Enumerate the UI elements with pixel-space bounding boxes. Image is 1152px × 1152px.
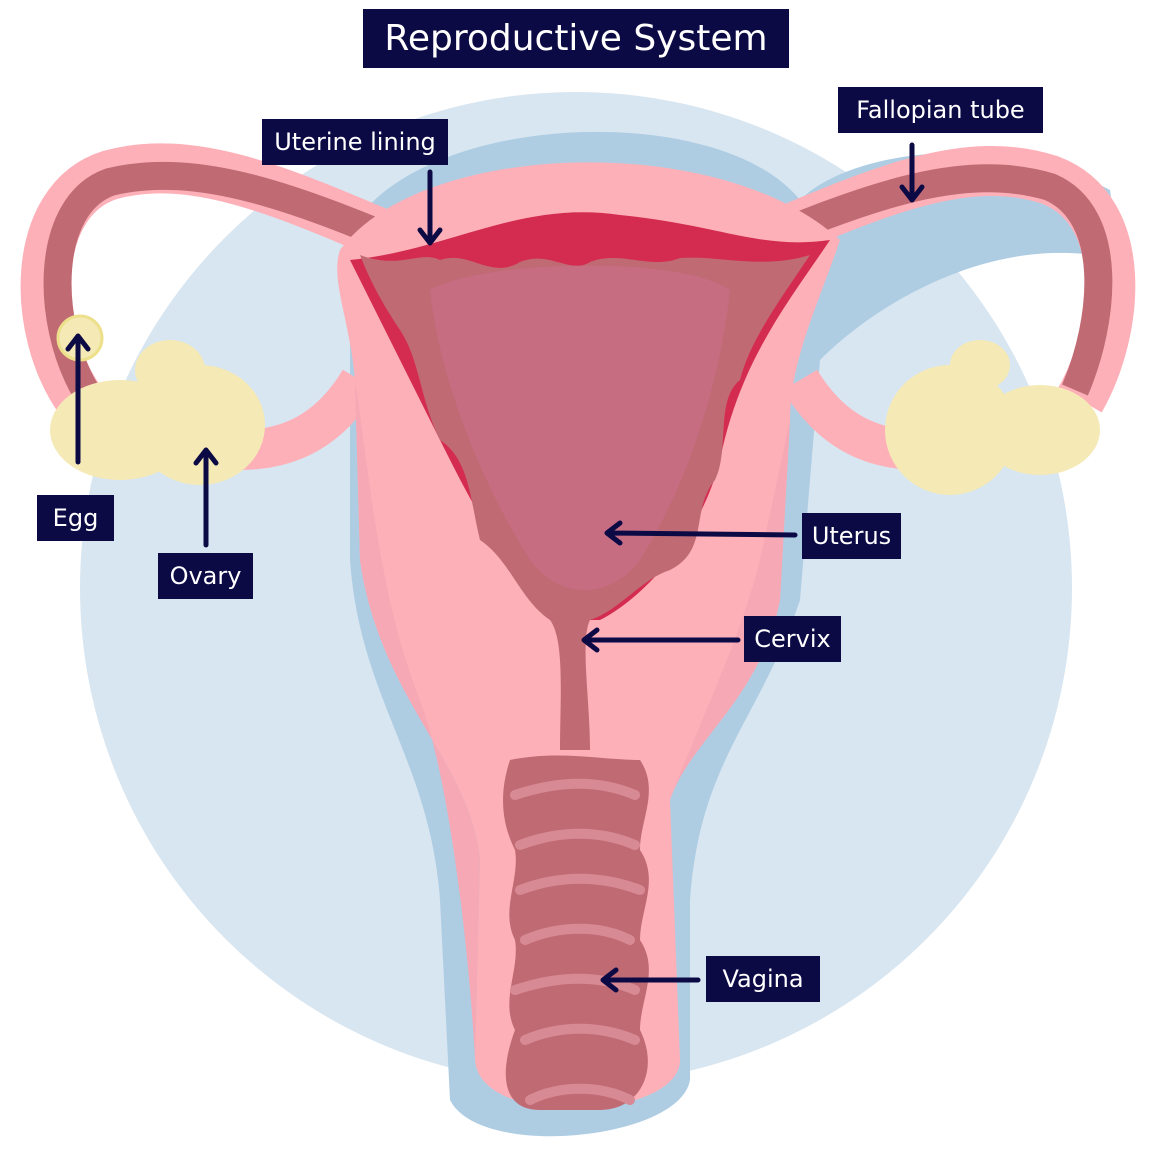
left-tube-lumen	[43, 161, 426, 397]
pointer-arrows	[65, 142, 925, 993]
page-title: Reproductive System	[363, 9, 789, 68]
label-uterine-lining: Uterine lining	[262, 119, 448, 165]
uterine-cavity-inner	[430, 265, 730, 590]
label-ovary: Ovary	[158, 553, 253, 599]
label-uterus: Uterus	[802, 513, 901, 559]
right-tube-lumen	[734, 164, 1113, 396]
arrow-uterine-lining	[417, 169, 443, 246]
label-cervix: Cervix	[744, 616, 841, 662]
arrow-uterus	[604, 520, 798, 546]
uterus-shade-right	[670, 420, 790, 800]
vaginal-rugae	[510, 778, 645, 1105]
arrow-fallopian-tube	[899, 142, 925, 203]
label-egg: Egg	[37, 495, 114, 541]
left-ovary	[50, 340, 265, 485]
arrow-cervix	[581, 627, 741, 653]
right-ovary	[885, 340, 1100, 495]
label-fallopian-tube: Fallopian tube	[838, 87, 1043, 133]
arrow-ovary	[193, 447, 219, 548]
label-vagina: Vagina	[706, 956, 820, 1002]
arrow-vagina	[600, 967, 701, 993]
arrow-egg	[65, 333, 91, 465]
